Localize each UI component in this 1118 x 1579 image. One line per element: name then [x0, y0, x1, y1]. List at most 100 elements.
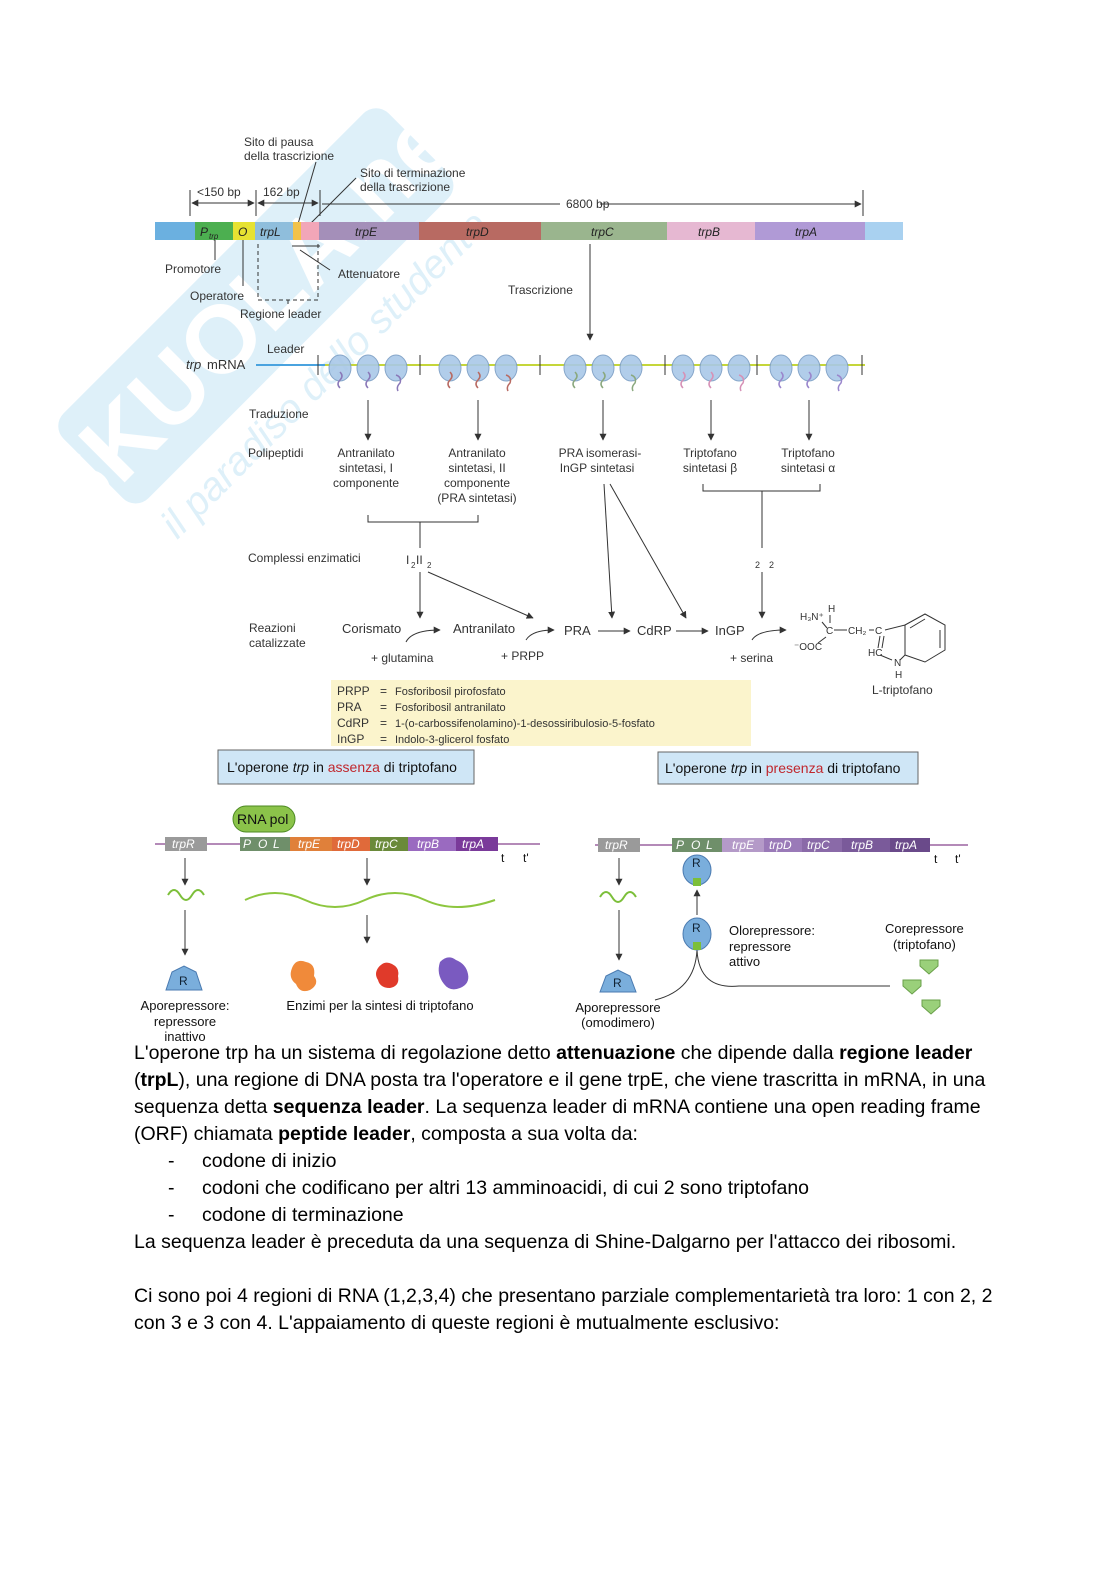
pol-o-right: O [691, 838, 700, 852]
segment-p-sub: trp [209, 232, 219, 241]
segment-trpc: trpC [591, 225, 614, 239]
pra: PRA [564, 623, 591, 638]
leader-peptide-list: -codone di inizio -codoni che codificano… [134, 1148, 994, 1229]
trpR-right: trpR [605, 838, 628, 852]
term-site-line2: della trascrizione [360, 180, 450, 194]
aporep-left-line3: inattivo [164, 1029, 205, 1044]
legend-def-cdrp: 1-(o-carbossifenolamino)-1-desossiribulo… [395, 718, 655, 730]
complex-beta-sub: 2 [769, 560, 774, 570]
dna-absence: RNA pol trpR P O L trpE trpD trpC trpB t… [155, 805, 540, 865]
paragraph-shine-dalgarno: La sequenza leader è preceduta da una se… [134, 1231, 957, 1253]
segment-trpb: trpB [698, 225, 720, 239]
corep-line1: Corepressore [885, 921, 964, 936]
absence-post: di triptofano [380, 759, 457, 775]
gene-trpb-right: trpB [851, 838, 873, 852]
chem-nh: H [895, 670, 902, 681]
aporep-right-line2: (omodimero) [581, 1015, 655, 1030]
rna-pol-label: RNA pol [237, 811, 288, 827]
title-presence: L'operone trp in presenza di triptofano [657, 751, 919, 785]
dna-presence: trpR P O L trpE trpD trpC trpB trpA t t' [595, 838, 968, 866]
reazioni-line2: catalizzate [249, 636, 306, 650]
poly2-line3: componente [444, 476, 510, 490]
poly4-line1: Triptofano [683, 446, 737, 460]
pol-o-left: O [258, 837, 267, 851]
legend-abbr-pra: PRA [337, 700, 362, 714]
pol-p-left: P [243, 837, 251, 851]
legend-eq-cdrp: = [380, 716, 387, 730]
poly1-line2: sintetasi, I [339, 461, 393, 475]
olorep-line1: Olorepressore: [729, 923, 815, 938]
enzymes-icon [290, 957, 469, 992]
legend-def-prpp: Fosforibosil pirofosfato [395, 686, 506, 698]
presence-post: di triptofano [823, 760, 900, 776]
polipeptidi-label: Polipeptidi [248, 446, 303, 460]
poly5-line1: Triptofano [781, 446, 835, 460]
pause-site-line1: Sito di pausa [244, 135, 314, 149]
gene-trpd-right: trpD [769, 838, 792, 852]
legend-abbr-ingp: InGP [337, 732, 364, 746]
presence-pre: L'operone [665, 760, 731, 776]
segment-o: O [238, 225, 247, 239]
svg-text:L'operone trp in assenza di tr: L'operone trp in assenza di triptofano [227, 759, 457, 775]
prpp-plus: + PRPP [501, 649, 544, 663]
traduzione-label: Traduzione [249, 407, 309, 421]
r-right: R [613, 976, 622, 990]
legend-abbr-prpp: PRPP [337, 684, 370, 698]
segment-p: P [200, 225, 208, 239]
paragraph-rna-regions: Ci sono poi 4 regioni di RNA (1,2,3,4) c… [134, 1285, 993, 1334]
segment-trpd: trpD [466, 225, 489, 239]
chem-hc: HC [868, 648, 882, 659]
legend-abbr-cdrp: CdRP [337, 716, 369, 730]
pol-l-right: L [706, 838, 713, 852]
complex-ii-sub: 2 [427, 561, 432, 570]
r-holo: R [692, 921, 701, 935]
mrna-strand [256, 354, 865, 392]
r-bound: R [692, 856, 701, 870]
svg-text:L'operone trp in presenza di t: L'operone trp in presenza di triptofano [665, 760, 901, 776]
chem-h3n: H₃N⁺ [800, 612, 824, 623]
absence-pre: L'operone [227, 759, 293, 775]
term-sequenza-leader: sequenza leader [272, 1096, 425, 1118]
aporepressor-right-icon: R [599, 969, 637, 993]
bp-6800-label: 6800 bp [566, 197, 610, 211]
bound-repressor-icon: R [682, 854, 712, 886]
poly1-line1: Antranilato [337, 446, 395, 460]
p1-a: L'operone trp ha un sistema di regolazio… [134, 1042, 557, 1064]
term-site-line1: Sito di terminazione [360, 166, 466, 180]
tprime-right: t' [955, 852, 961, 866]
complex-i: I [406, 553, 409, 567]
poly5-line2: sintetasi α [781, 461, 835, 475]
list-item-text: codoni che codificano per altri 13 ammin… [202, 1177, 810, 1199]
pause-site-line2: della trascrizione [244, 149, 334, 163]
regione-leader-label: Regione leader [240, 307, 321, 321]
aporep-left-line2: repressore [154, 1014, 216, 1029]
chem-ch2: CH₂ [848, 626, 866, 637]
reazioni-line1: Reazioni [249, 621, 296, 635]
term-regione-leader: regione leader [839, 1042, 973, 1064]
mrna-italic: trp [186, 357, 201, 372]
t-left: t [501, 851, 505, 865]
p1-c: che dipende dalla [675, 1042, 840, 1064]
gene-trpd-left: trpD [337, 837, 360, 851]
complex-i-sub: 2 [411, 561, 416, 570]
legend-eq-pra: = [380, 700, 387, 714]
list-dash: - [168, 1204, 175, 1226]
poly3-line1: PRA isomerasi- [559, 446, 642, 460]
complessi-label: Complessi enzimatici [248, 551, 361, 565]
presence-key: presenza [766, 760, 824, 776]
tryptophan-label: L-triptofano [872, 683, 933, 697]
trascrizione-label: Trascrizione [508, 283, 573, 297]
segment-trpl: trpL [260, 225, 281, 239]
presence-trp: trp [731, 760, 748, 776]
glutamina: + glutamina [371, 651, 434, 665]
cdrp: CdRP [637, 623, 672, 638]
gene-trpc-right: trpC [807, 838, 830, 852]
olorep-line2: repressore [729, 939, 791, 954]
trp-operon-diagram: Sito di pausa della trascrizione Sito di… [141, 135, 968, 1044]
mrna-wave-right [599, 891, 637, 903]
tryptophan-structure: H₃N⁺ H C CH₂ C ⁻OOC HC N H [794, 604, 946, 697]
list-dash: - [168, 1177, 175, 1199]
pol-l-left: L [273, 837, 280, 851]
poly2-line4: (PRA sintetasi) [437, 491, 516, 505]
title-absence: L'operone trp in assenza di triptofano [217, 749, 475, 785]
